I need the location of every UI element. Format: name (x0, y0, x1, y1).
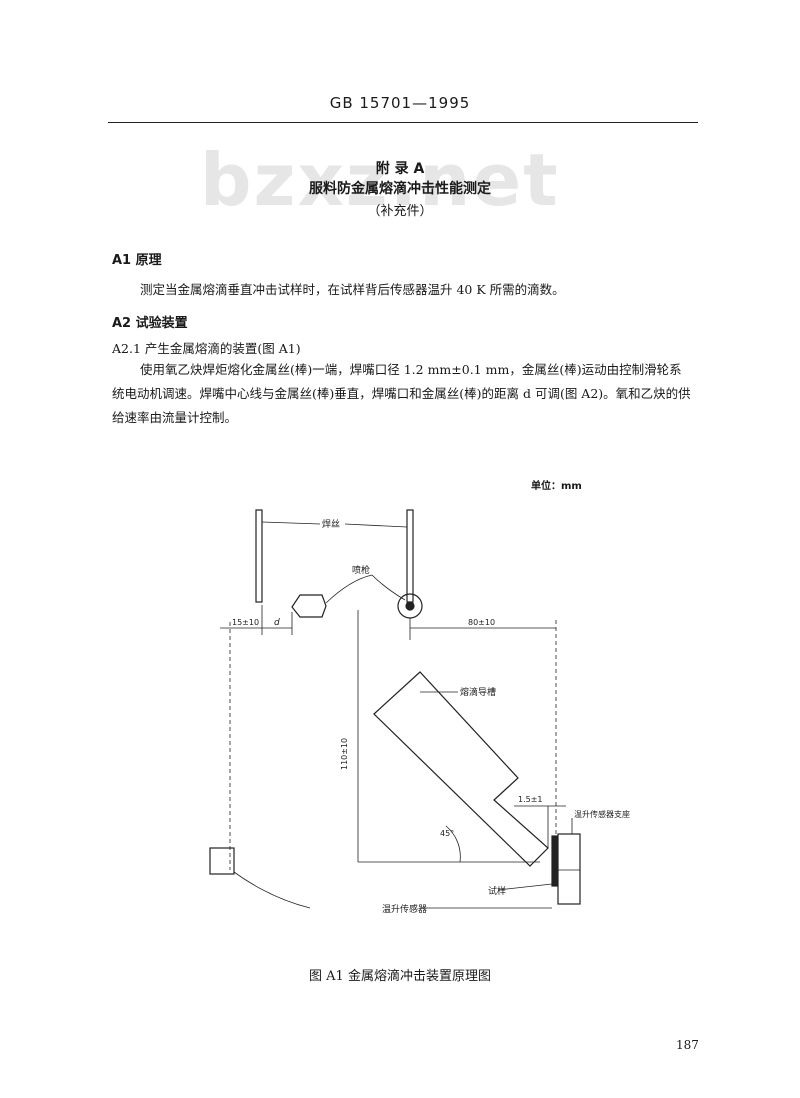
label-sensor: 温升传感器 (382, 903, 427, 915)
page-number: 187 (676, 1038, 699, 1052)
annex-note: （补充件） (367, 204, 433, 219)
figure-unit: 单位：mm (531, 481, 582, 492)
sensor-box (209, 847, 235, 875)
label-trough: 熔滴导槽 (460, 686, 496, 698)
torch-tip (291, 594, 327, 618)
figure-caption: 图 A1 金属熔滴冲击装置原理图 (309, 969, 491, 984)
annex-title: 服料防金属熔滴冲击性能测定 (309, 181, 491, 197)
trough (373, 671, 549, 867)
section-a1-title: A1 原理 (112, 253, 162, 268)
left-wire (255, 509, 263, 603)
label-dim-15: 15±10 (232, 618, 259, 627)
label-angle: 45° (440, 829, 454, 838)
label-wire: 焊丝 (322, 518, 340, 530)
section-a2-title: A2 试验装置 (112, 316, 188, 331)
section-a21-title: A2.1 产生金属熔滴的装置(图 A1) (112, 341, 301, 356)
header-rule (108, 122, 698, 123)
right-wire (406, 509, 414, 603)
label-dim-110: 110±10 (340, 738, 349, 770)
label-nozzle: 喷枪 (352, 564, 370, 576)
label-dim-1-5: 1.5±1 (518, 795, 543, 804)
annex-label: 附 录 A (375, 161, 425, 177)
watermark: bzxz.net (200, 138, 560, 222)
section-a21-text: 使用氧乙炔焊炬熔化金属丝(棒)一端，焊嘴口径 1.2 mm±0.1 mm，金属丝… (112, 362, 691, 425)
label-dim-80: 80±10 (468, 618, 495, 627)
label-specimen: 试样 (488, 885, 506, 897)
standard-header: GB 15701—1995 (329, 94, 471, 112)
label-sensor-support: 温升传感器支座 (574, 809, 630, 819)
sensor-support (557, 833, 581, 905)
specimen (551, 835, 558, 887)
section-a1-text: 测定当金属熔滴垂直冲击试样时，在试样背后传感器温升 40 K 所需的滴数。 (140, 282, 565, 297)
label-dim-d: d (274, 618, 280, 628)
